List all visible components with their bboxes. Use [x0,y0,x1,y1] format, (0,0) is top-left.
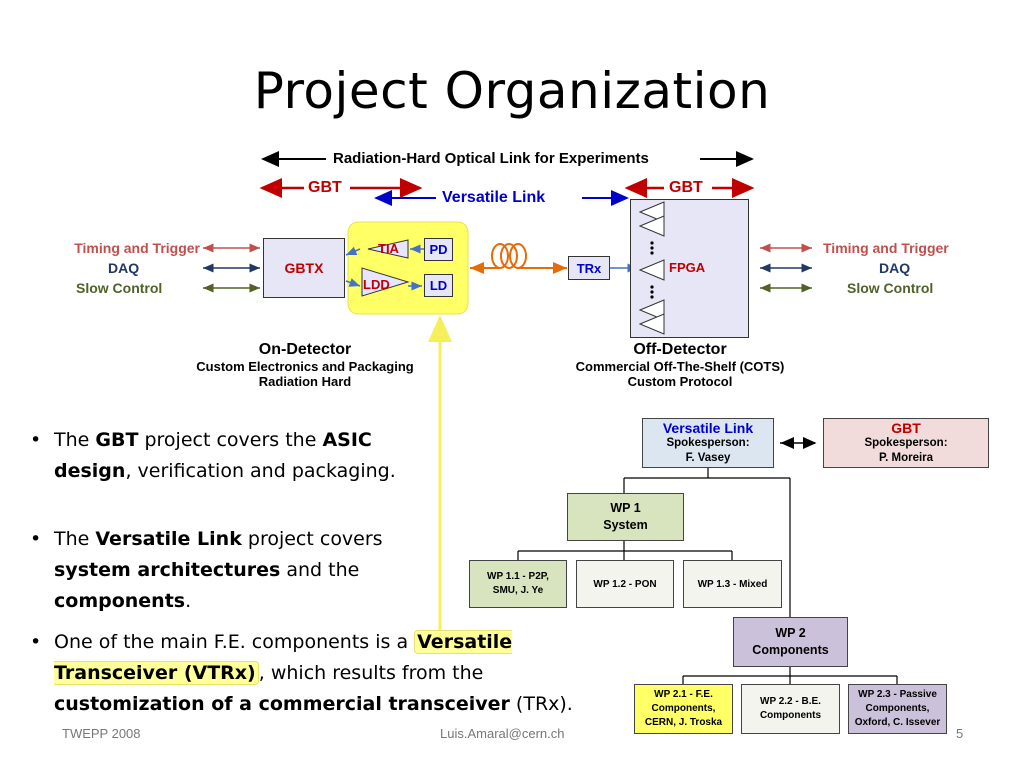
footer-email: Luis.Amaral@cern.ch [440,726,565,741]
bullet-text: The Versatile Link project covers system… [54,528,383,612]
org-wp22-line2: Components [759,710,822,721]
org-wp1-line1: WP 1 [610,501,641,515]
on-detector-line1: Custom Electronics and Packaging [196,359,414,374]
bullet-text: The GBT project covers the ASIC design, … [54,429,396,482]
right-slow-control-label: Slow Control [847,280,934,296]
gbtx-chip: GBTX [263,238,345,298]
org-wp21-line3: CERN, J. Troska [644,717,723,728]
footer-page-number: 5 [956,726,964,741]
trx-box: TRx [568,256,610,280]
slide-title: Project Organization [253,62,771,120]
bullet-gbt: • The GBT project covers the ASIC design… [30,425,410,521]
org-gbt-title: GBT [891,419,921,436]
bullet-versatile-link: • The Versatile Link project covers syst… [30,524,410,620]
top-link-label: Radiation-Hard Optical Link for Experime… [333,150,649,167]
org-wp21: WP 2.1 - F.E. Components, CERN, J. Trosk… [634,684,733,734]
org-gbt: GBT Spokesperson: P. Moreira [823,418,989,468]
org-wp1: WP 1 System [567,493,684,541]
org-wp12: WP 1.2 - PON [576,560,674,608]
right-daq-label: DAQ [879,260,911,276]
org-versatile-link: Versatile Link Spokesperson: F. Vasey [642,418,774,468]
org-wp2: WP 2 Components [733,617,848,667]
on-detector-line2: Radiation Hard [258,374,352,389]
gbt-right-label: GBT [669,179,703,196]
vtrx-highlight-area [347,221,469,315]
org-wp22: WP 2.2 - B.E. Components [741,684,840,734]
off-detector-title: Off-Detector [633,341,727,358]
left-slow-control-label: Slow Control [76,280,163,296]
org-wp11-line1: WP 1.1 - P2P, [487,571,549,582]
org-wp11-line2: SMU, J. Ye [492,585,544,596]
org-wp2-line2: Components [752,643,829,657]
left-daq-label: DAQ [108,260,140,276]
org-vl-name: F. Vasey [685,451,731,464]
org-vl-role: Spokesperson: [666,436,750,449]
footer-event: TWEPP 2008 [62,726,141,741]
org-wp21-line2: Components, [651,703,716,714]
tia-label: TIA [378,241,399,256]
org-wp11: WP 1.1 - P2P, SMU, J. Ye [469,560,567,608]
fiber-coil-icon [491,243,527,269]
bullet-text: One of the main F.E. components is a Ver… [54,630,573,715]
org-wp22-line1: WP 2.2 - B.E. [760,696,821,707]
ldd-label: LDD [363,277,390,292]
versatile-link-label: Versatile Link [442,189,546,206]
org-gbt-name: P. Moreira [878,451,934,464]
org-wp1-line2: System [603,518,648,532]
off-detector-line2: Custom Protocol [627,374,733,389]
bullet-dot: • [30,429,42,451]
on-detector-title: On-Detector [258,341,352,358]
bullet-vtrx: • One of the main F.E. components is a V… [30,627,590,723]
off-detector-caption: Off-Detector Commercial Off-The-Shelf (C… [530,341,830,389]
org-wp23: WP 2.3 - Passive Components, Oxford, C. … [848,684,947,734]
off-detector-line1: Commercial Off-The-Shelf (COTS) [575,359,785,374]
org-wp23-line1: WP 2.3 - Passive [858,689,937,700]
on-detector-caption: On-Detector Custom Electronics and Packa… [155,341,455,389]
ld-box: LD [424,274,453,297]
fpga-triangles [638,201,665,335]
org-wp13: WP 1.3 - Mixed [683,560,782,608]
org-wp2-line1: WP 2 [775,626,806,640]
org-wp21-line1: WP 2.1 - F.E. [654,689,713,700]
left-timing-label: Timing and Trigger [74,240,200,256]
pd-box: PD [424,238,453,261]
org-gbt-role: Spokesperson: [864,436,948,449]
org-wp23-line2: Components, [865,703,930,714]
bullet-dot: • [30,528,42,550]
org-vl-title: Versatile Link [662,419,754,436]
gbt-left-label: GBT [308,179,342,196]
right-timing-label: Timing and Trigger [823,240,949,256]
org-wp23-line3: Oxford, C. Issever [854,717,941,728]
fpga-label: FPGA [669,260,706,275]
bullet-dot: • [30,631,42,653]
